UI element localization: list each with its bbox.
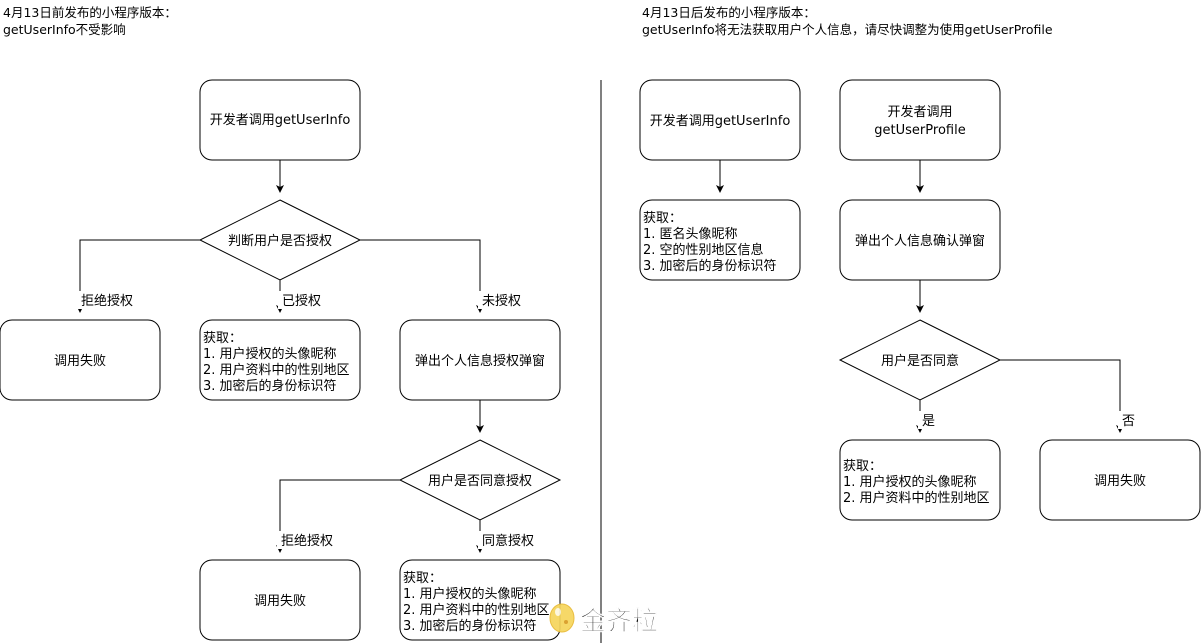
watermark-text: 金齐粒: [579, 606, 658, 637]
left-start-label: 开发者调用getUserInfo: [210, 112, 351, 128]
right-popup-node: 弹出个人信息确认弹窗: [839, 199, 1001, 281]
left-get-agreed-line2: 1. 用户授权的头像昵称: [403, 586, 537, 602]
left-get-agreed-node: 获取： 1. 用户授权的头像昵称 2. 用户资料中的性别地区 3. 加密后的身份…: [399, 559, 561, 641]
edge-label-no: 否: [1122, 414, 1135, 429]
right-decision-agree: 用户是否同意: [838, 319, 1002, 401]
edge-label-reject-2: 拒绝授权: [281, 533, 333, 549]
left-start-node: 开发者调用getUserInfo: [199, 79, 361, 161]
left-fail-label-2: 调用失败: [254, 594, 306, 609]
edge-label-yes: 是: [922, 414, 935, 429]
left-popup-node: 弹出个人信息授权弹窗: [399, 319, 561, 401]
right-start-getuserprofile-line2: getUserProfile: [874, 123, 965, 138]
left-decision-agree-label: 用户是否同意授权: [428, 473, 532, 489]
right-start-getuserinfo-label: 开发者调用getUserInfo: [650, 113, 791, 129]
right-get-anon-line4: 3. 加密后的身份标识符: [643, 258, 777, 274]
left-get-agreed-line1: 获取：: [403, 571, 442, 586]
right-popup-label: 弹出个人信息确认弹窗: [855, 233, 985, 249]
edge-label-agree: 同意授权: [482, 533, 534, 549]
right-header-line1: 4月13日后发布的小程序版本：: [642, 5, 816, 20]
left-get-agreed-line3: 2. 用户资料中的性别地区: [403, 602, 550, 618]
right-get-yes-line3: 2. 用户资料中的性别地区: [843, 490, 990, 506]
right-get-anon-line1: 获取：: [643, 211, 682, 226]
edge-label-reject: 拒绝授权: [81, 293, 133, 309]
left-connectors: [76, 160, 484, 553]
left-get-authorized-line1: 获取：: [203, 331, 242, 346]
left-header-line2: getUserInfo不受影响: [3, 22, 126, 37]
watermark-logo-icon: [549, 603, 575, 633]
left-get-authorized-node: 获取： 1. 用户授权的头像昵称 2. 用户资料中的性别地区 3. 加密后的身份…: [199, 319, 361, 401]
left-get-authorized-line2: 1. 用户授权的头像昵称: [203, 346, 337, 362]
right-get-anon-node: 获取： 1. 匿名头像昵称 2. 空的性别地区信息 3. 加密后的身份标识符: [639, 199, 801, 281]
right-start-getuserprofile-line1: 开发者调用: [887, 104, 952, 120]
edge-label-authorized: 已授权: [282, 293, 321, 309]
left-decision-agree: 用户是否同意授权: [398, 439, 562, 521]
right-get-yes-line2: 1. 用户授权的头像昵称: [843, 474, 977, 490]
right-header-line2: getUserInfo将无法获取用户个人信息，请尽快调整为使用getUserPr…: [642, 22, 1053, 37]
left-decision-authorized-label: 判断用户是否授权: [228, 233, 332, 249]
left-fail-node-2: 调用失败: [199, 559, 361, 641]
right-get-yes-line1: 获取：: [843, 459, 882, 474]
left-popup-label: 弹出个人信息授权弹窗: [415, 353, 545, 369]
right-start-getuserprofile-node: 开发者调用 getUserProfile: [839, 79, 1001, 161]
watermark: 金齐粒: [549, 603, 658, 637]
left-get-agreed-line4: 3. 加密后的身份标识符: [403, 618, 537, 634]
left-fail-label: 调用失败: [54, 354, 106, 369]
right-fail-label: 调用失败: [1094, 474, 1146, 489]
right-decision-agree-label: 用户是否同意: [881, 353, 959, 369]
left-decision-authorized: 判断用户是否授权: [198, 199, 362, 281]
left-get-authorized-line3: 2. 用户资料中的性别地区: [203, 362, 350, 378]
left-get-authorized-line4: 3. 加密后的身份标识符: [203, 378, 337, 394]
left-header-line1: 4月13日前发布的小程序版本：: [3, 5, 177, 20]
right-get-anon-line2: 1. 匿名头像昵称: [643, 226, 738, 242]
edge-label-unauthorized: 未授权: [482, 293, 521, 309]
right-get-anon-line3: 2. 空的性别地区信息: [643, 242, 764, 258]
right-start-getuserinfo-node: 开发者调用getUserInfo: [639, 79, 801, 161]
right-fail-node: 调用失败: [1039, 439, 1201, 521]
right-get-yes-node: 获取： 1. 用户授权的头像昵称 2. 用户资料中的性别地区: [839, 439, 1001, 521]
left-fail-node: 调用失败: [0, 319, 161, 401]
